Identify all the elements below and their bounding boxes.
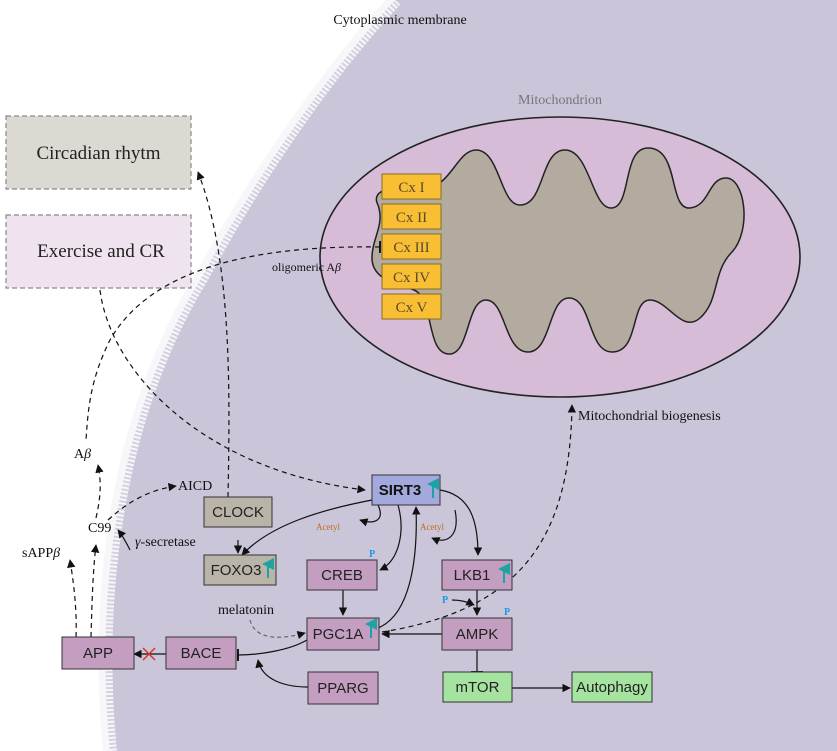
mtor-box: mTOR <box>442 671 513 703</box>
c99-label: C99 <box>88 521 111 536</box>
creb-box: CREB <box>306 559 378 591</box>
acetyl-loop-right <box>431 509 457 545</box>
complex-boxes: Cx I Cx II Cx III Cx IV Cx V <box>381 173 442 320</box>
svg-text:BACE: BACE <box>181 645 222 662</box>
app-to-c99 <box>90 544 100 638</box>
app-box: APP <box>61 636 135 670</box>
svg-text:Cx IV: Cx IV <box>393 270 430 286</box>
gamma-secretase-arrow <box>117 529 131 551</box>
sappb-label: sAPPβ <box>22 546 60 561</box>
cytoplasmic-membrane-label: Cytoplasmic membrane <box>333 13 466 28</box>
svg-text:CLOCK: CLOCK <box>212 504 264 521</box>
pparg-to-bace <box>255 659 309 688</box>
exercise-to-sirt3 <box>99 289 366 494</box>
app-to-sappb <box>67 559 77 638</box>
svg-text:Exercise and CR: Exercise and CR <box>37 241 165 262</box>
gamma-secretase-label: γ-secretase <box>135 535 196 550</box>
svg-text:Autophagy: Autophagy <box>576 679 648 696</box>
connectors <box>67 171 577 693</box>
sirt3-to-foxo3 <box>241 499 373 556</box>
acetyl-label-right: Acetyl <box>420 522 444 532</box>
mitochondrial-biogenesis-label: Mitochondrial biogenesis <box>578 409 721 424</box>
acetyl-label-left: Acetyl <box>316 522 340 532</box>
svg-text:mTOR: mTOR <box>456 679 500 696</box>
c99-to-aicd <box>107 483 177 521</box>
c99-to-abeta <box>95 464 104 519</box>
p-label-ampk-left: P <box>442 595 448 606</box>
bace-app-inhibition-cross <box>142 647 156 661</box>
pgc1a-to-bace <box>237 639 308 662</box>
ampk-box: AMPK <box>441 617 513 651</box>
ampk-to-biogenesis <box>381 404 577 633</box>
svg-text:PPARG: PPARG <box>317 680 368 697</box>
pparg-box: PPARG <box>307 671 379 705</box>
circadian-rhythm-box: Circadian rhytm <box>5 115 192 190</box>
svg-text:Cx I: Cx I <box>398 180 424 196</box>
sirt3-box: SIRT3 <box>371 474 441 506</box>
p-label-creb: P <box>369 549 375 560</box>
foxo3-box: FOXO3 <box>203 554 277 586</box>
clock-box: CLOCK <box>203 496 273 528</box>
p-to-ampk-arrow <box>451 597 475 606</box>
aicd-label: AICD <box>178 479 212 494</box>
cytoplasmic-membrane <box>98 0 401 751</box>
complex-5: Cx V <box>381 293 442 320</box>
abeta-label: Aβ <box>74 447 91 462</box>
complex-2: Cx II <box>381 203 442 230</box>
svg-text:PGC1A: PGC1A <box>313 626 364 643</box>
svg-text:FOXO3: FOXO3 <box>211 562 262 579</box>
exercise-cr-box: Exercise and CR <box>5 214 192 289</box>
complex-1: Cx I <box>381 173 442 200</box>
svg-text:LKB1: LKB1 <box>454 567 491 584</box>
autophagy-box: Autophagy <box>571 671 653 703</box>
bace-box: BACE <box>165 636 237 670</box>
p-label-ampk-right: P <box>504 607 510 618</box>
svg-text:Cx II: Cx II <box>396 210 427 226</box>
pgc1a-to-sirt3 <box>377 506 421 629</box>
svg-text:Cx V: Cx V <box>396 300 428 316</box>
acetyl-loop-left <box>359 504 381 527</box>
complex-3: Cx III <box>381 233 442 260</box>
mitochondrion-label: Mitochondrion <box>518 93 602 108</box>
pgc1a-box: PGC1A <box>306 617 380 651</box>
sirt3-to-creb <box>379 504 402 571</box>
svg-text:CREB: CREB <box>321 567 363 584</box>
complex-4: Cx IV <box>381 263 442 290</box>
lkb1-box: LKB1 <box>441 559 513 591</box>
svg-text:APP: APP <box>83 645 113 662</box>
cx3-to-abeta-dashed <box>85 240 382 441</box>
sirt3-to-lkb1 <box>439 489 483 556</box>
svg-text:Circadian rhytm: Circadian rhytm <box>37 143 161 164</box>
melatonin-label: melatonin <box>218 603 274 618</box>
svg-text:AMPK: AMPK <box>456 626 499 643</box>
oligomeric-abeta-label: oligomeric Aβ <box>272 260 341 274</box>
svg-text:SIRT3: SIRT3 <box>379 482 422 499</box>
mitochondrial-cristae <box>371 147 745 355</box>
clock-to-circadian <box>196 171 230 498</box>
svg-text:Cx III: Cx III <box>393 240 429 256</box>
